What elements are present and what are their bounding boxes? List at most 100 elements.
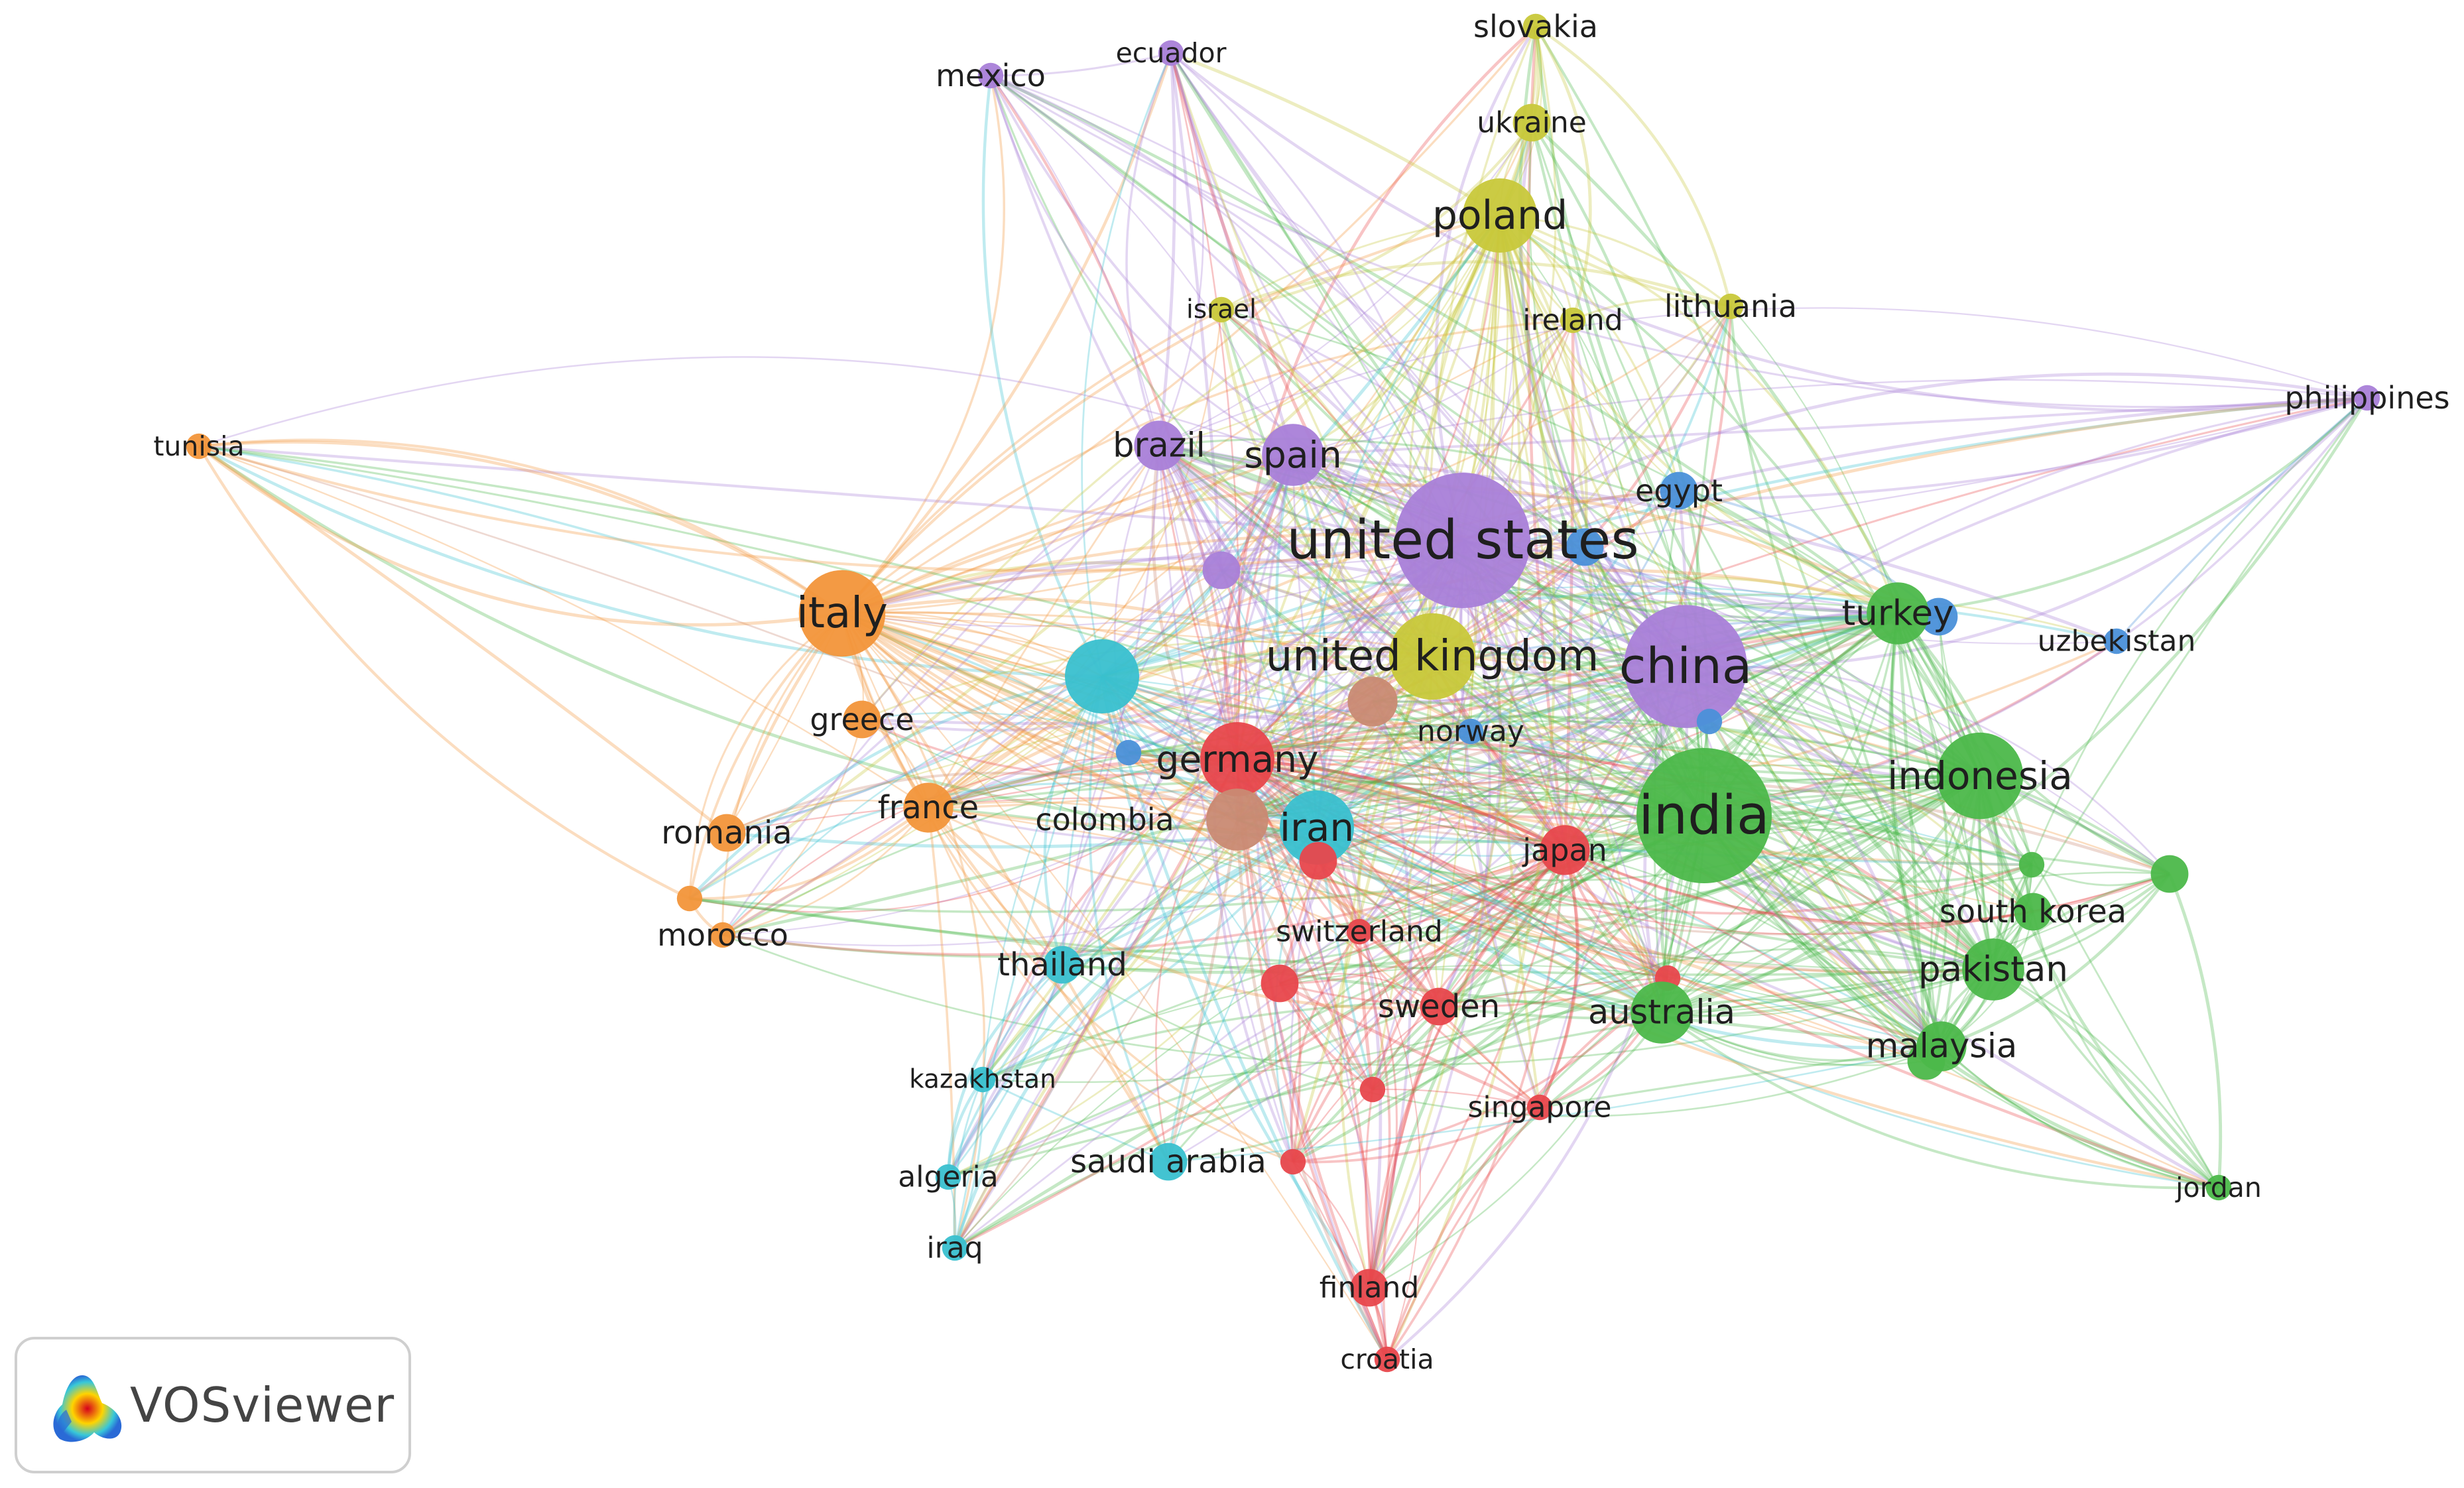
node-blue-d[interactable] [1696, 708, 1723, 735]
link-morocco-pakistan [722, 934, 1994, 1066]
link-green-a-united-kingdom [1432, 655, 2032, 866]
link-iraq-pakistan [954, 968, 1994, 1249]
node-red-b[interactable] [1261, 964, 1299, 1003]
node-cyan-big[interactable] [1065, 639, 1139, 713]
node-japan[interactable] [1540, 825, 1590, 875]
node-orange-unlabeled[interactable] [676, 885, 703, 912]
node-blue-b[interactable] [1920, 597, 1958, 636]
node-blue-c[interactable] [1115, 739, 1142, 766]
node-greece[interactable] [843, 700, 881, 739]
label-norway: norway [1417, 715, 1524, 749]
link-red-d-sweden [1292, 1006, 1440, 1162]
link-romania-colombia [726, 771, 1238, 834]
node-germany[interactable] [1200, 722, 1274, 796]
link-orange-unlabeled-indonesia [689, 775, 1981, 913]
node-red-a[interactable] [1299, 841, 1337, 880]
node-kazakhstan[interactable] [969, 1066, 996, 1093]
node-israel[interactable] [1208, 296, 1235, 323]
node-mexico[interactable] [977, 62, 1004, 89]
link-jordan-france [928, 806, 2219, 1189]
node-iran[interactable] [1280, 790, 1354, 865]
link-orange-unlabeled-malaysia [689, 897, 1942, 1048]
node-china[interactable] [1624, 605, 1747, 728]
node-romania[interactable] [708, 814, 746, 852]
label-jordan: jordan [2175, 1172, 2262, 1204]
link-japan-red-b [1279, 849, 1566, 985]
node-united-kingdom[interactable] [1388, 613, 1476, 700]
link-france-brazil [927, 445, 1160, 808]
node-philippines[interactable] [2354, 385, 2380, 411]
node-sweden[interactable] [1420, 987, 1458, 1026]
node-colombia[interactable] [1206, 788, 1268, 851]
node-ireland[interactable] [1560, 307, 1586, 334]
link-switzerland-italy [841, 613, 1360, 933]
node-green-a[interactable] [2018, 851, 2045, 878]
node-india[interactable] [1636, 748, 1772, 883]
link-spain-germany [1235, 454, 1294, 760]
node-morocco[interactable] [709, 922, 736, 948]
node-green-b[interactable] [2150, 855, 2189, 893]
link-turkey-colombia [1237, 612, 1898, 821]
link-israel-lithuania [1221, 260, 1731, 312]
node-italy[interactable] [798, 570, 886, 657]
node-algeria[interactable] [935, 1164, 961, 1190]
node-tunisia[interactable] [186, 433, 212, 460]
node-norway[interactable] [1457, 718, 1484, 745]
node-south-korea[interactable] [2014, 893, 2052, 931]
node-uzbekistan[interactable] [2103, 628, 2130, 654]
node-pakistan[interactable] [1962, 938, 2024, 1001]
link-germany-pakistan [1237, 740, 1995, 971]
link-iran-poland [1312, 215, 1501, 828]
link-turkey-pakistan [1890, 613, 1995, 970]
link-finland-turkey [1367, 611, 1899, 1288]
link-iraq-india [954, 814, 1705, 1250]
label-slovakia: slovakia [1473, 9, 1598, 44]
node-brown-b[interactable] [1347, 676, 1398, 727]
link-spain-pakistan [1292, 454, 1994, 971]
node-poland[interactable] [1463, 178, 1537, 253]
link-red-a-singapore [1317, 859, 1541, 1109]
node-purple-unlabeled[interactable] [1202, 551, 1241, 589]
link-red-d-switzerland [1290, 930, 1361, 1162]
node-thailand[interactable] [1043, 946, 1081, 984]
node-switzerland[interactable] [1346, 918, 1373, 945]
node-croatia[interactable] [1374, 1346, 1400, 1373]
link-red-a-australia [1318, 859, 1662, 1014]
node-turkey[interactable] [1867, 582, 1929, 645]
link-japan-red-d [1292, 849, 1566, 1162]
node-ecuador[interactable] [1158, 40, 1184, 66]
node-ukraine[interactable] [1512, 103, 1551, 142]
node-red-d[interactable] [1280, 1148, 1306, 1175]
node-finland[interactable] [1350, 1269, 1388, 1307]
node-indonesia[interactable] [1936, 732, 2024, 820]
node-slovakia[interactable] [1522, 13, 1549, 40]
link-indonesia-france [928, 715, 1981, 809]
link-germany-japan [1237, 757, 1566, 852]
node-blue-a[interactable] [1566, 528, 1604, 566]
node-singapore[interactable] [1526, 1094, 1553, 1121]
link-china-philippines [1685, 397, 2369, 669]
node-jordan[interactable] [2205, 1174, 2232, 1201]
link-indonesia-germany [1237, 759, 1981, 846]
link-kazakhstan-iran [982, 826, 1318, 1081]
node-brazil[interactable] [1134, 420, 1184, 471]
link-pakistan-china [1685, 664, 1995, 970]
node-united-states[interactable] [1395, 473, 1530, 608]
link-sweden-united-kingdom [1428, 656, 1440, 1007]
label-iraq: iraq [926, 1231, 983, 1265]
node-spain[interactable] [1262, 424, 1324, 486]
node-australia[interactable] [1631, 981, 1693, 1044]
node-red-c[interactable] [1359, 1076, 1386, 1103]
label-singapore: singapore [1468, 1091, 1612, 1125]
link-red-c-united-states [1371, 540, 1464, 1090]
node-green-c[interactable] [1907, 1042, 1945, 1080]
node-saudi-arabia[interactable] [1149, 1143, 1188, 1181]
link-australia-pakistan [1661, 969, 1994, 1014]
node-france[interactable] [903, 782, 954, 833]
node-egypt[interactable] [1660, 471, 1698, 510]
label-croatia: croatia [1340, 1343, 1434, 1375]
label-saudi-arabia: saudi arabia [1070, 1143, 1266, 1180]
node-lithuania[interactable] [1717, 293, 1744, 320]
node-iraq[interactable] [942, 1235, 968, 1261]
link-poland-australia [1499, 215, 1663, 1013]
